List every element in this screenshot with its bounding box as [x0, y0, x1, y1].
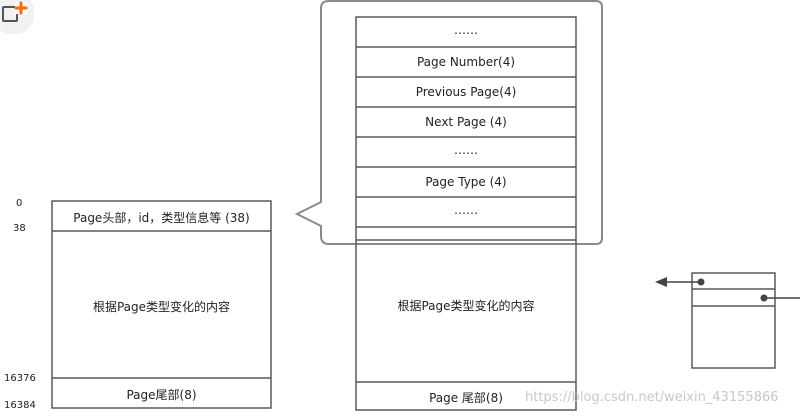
header-detail-row: ……	[356, 197, 576, 227]
header-detail-row-label: ……	[454, 23, 478, 37]
right-page-tail-label: Page 尾部(8)	[429, 391, 503, 405]
header-detail-row: Page Type (4)	[356, 167, 576, 197]
offset-0: 0	[16, 198, 23, 209]
offset-16376: 16376	[4, 373, 36, 384]
offset-38: 38	[13, 223, 26, 234]
prev-arrow-head	[655, 277, 667, 287]
header-detail-row: Previous Page(4)	[356, 77, 576, 107]
left-page-frame	[51, 200, 272, 409]
header-detail-row-label: Previous Page(4)	[415, 85, 517, 99]
right-page-frame	[355, 16, 577, 411]
header-detail-row-label: Page Type (4)	[425, 175, 507, 189]
left-page-body: 根据Page类型变化的内容	[52, 231, 271, 378]
watermark-url: https://blog.csdn.net/weixin_43155866	[525, 390, 779, 405]
left-page-body-label: 根据Page类型变化的内容	[92, 300, 231, 314]
callout-bubble	[294, 0, 603, 245]
header-detail-row-label: Page Number(4)	[416, 55, 516, 69]
offset-16384: 16384	[4, 400, 36, 411]
header-detail-row-label: Next Page (4)	[425, 115, 507, 129]
header-detail-row-label: ……	[454, 143, 478, 157]
left-page-header-label: Page头部，id，类型信息等 (38)	[73, 211, 250, 225]
left-page-tail-label: Page尾部(8)	[126, 388, 197, 402]
right-page-body: 根据Page类型变化的内容	[356, 240, 576, 382]
right-page-tail: Page 尾部(8)	[356, 382, 576, 410]
header-detail-row: ……	[356, 17, 576, 47]
header-detail-row: Next Page (4)	[356, 107, 576, 137]
left-page-header: Page头部，id，类型信息等 (38)	[52, 201, 271, 231]
page-node	[691, 272, 776, 369]
right-page-body-label: 根据Page类型变化的内容	[397, 299, 535, 313]
header-detail-row-label: ……	[454, 203, 478, 217]
header-detail-row: Page Number(4)	[356, 47, 576, 77]
header-detail-row: ……	[356, 137, 576, 167]
left-page-tail: Page尾部(8)	[52, 378, 271, 408]
add-box-icon[interactable]	[0, 0, 35, 35]
